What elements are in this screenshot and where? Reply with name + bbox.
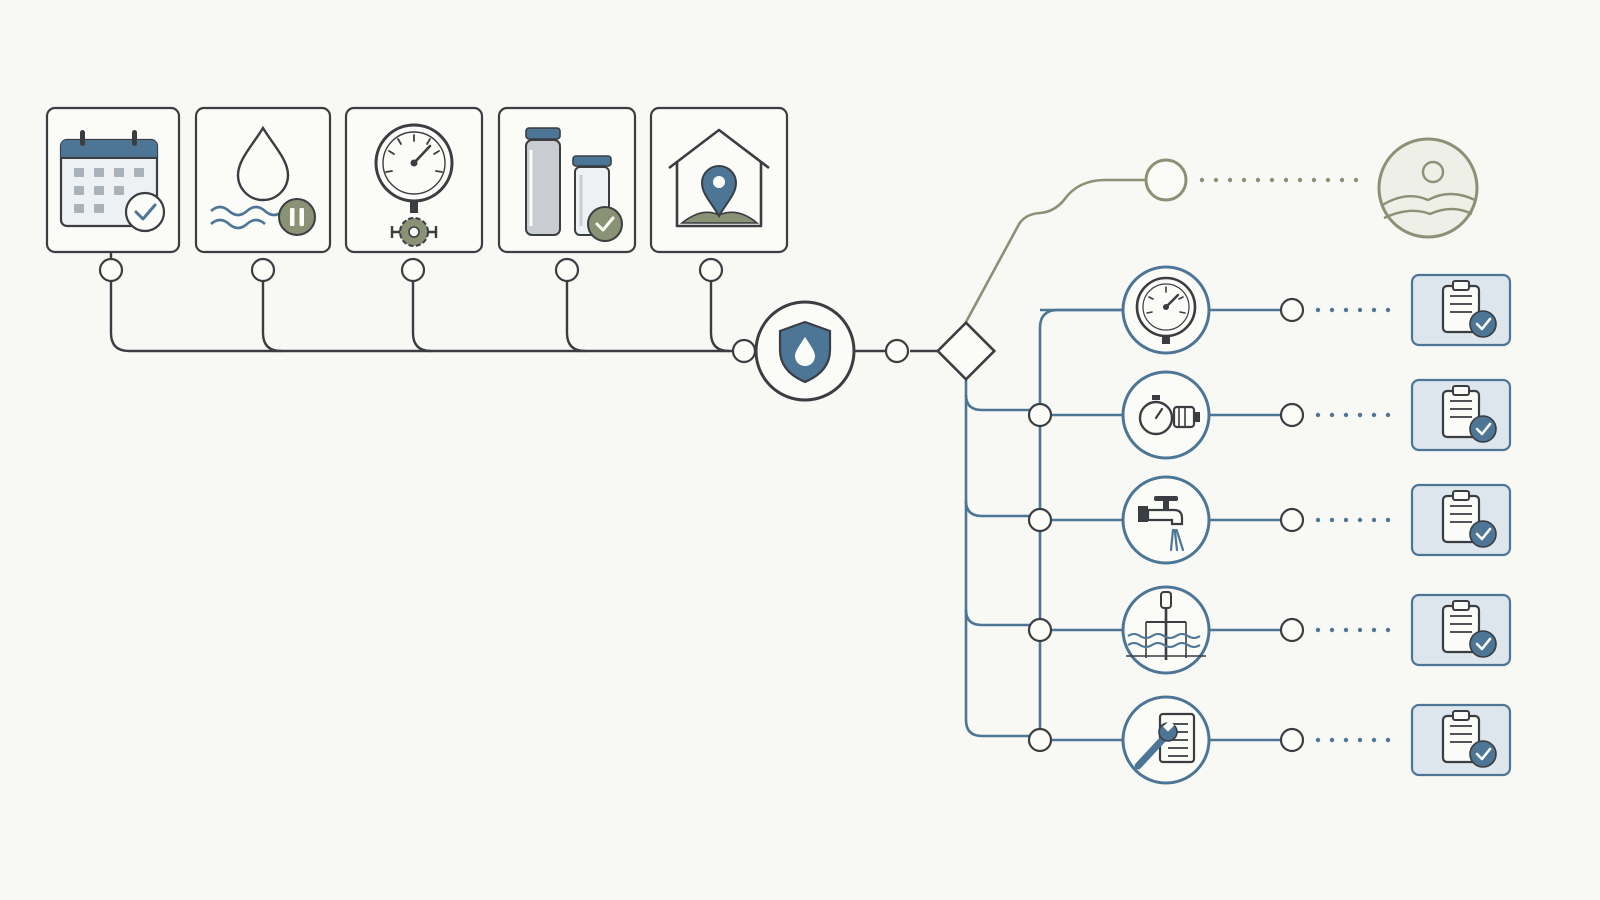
junction-node — [1027, 402, 1053, 428]
decision-node[interactable] — [935, 320, 997, 382]
check-step[interactable] — [1121, 695, 1211, 785]
calendar-check-icon — [59, 130, 166, 233]
check-row — [1027, 370, 1512, 460]
check-row — [1027, 585, 1512, 675]
check-step[interactable] — [1121, 265, 1211, 355]
input-card-location[interactable] — [649, 106, 789, 254]
dotted-connector — [1315, 627, 1391, 633]
input-cards — [45, 106, 789, 254]
connector-node — [1279, 727, 1305, 753]
check-row — [1027, 695, 1512, 785]
dotted-connector — [1315, 307, 1391, 313]
clipboard-check-icon — [1441, 710, 1497, 768]
input-card-filters[interactable] — [497, 106, 637, 254]
connector-line — [109, 281, 742, 353]
hub-node[interactable] — [754, 300, 856, 402]
well-probe-icon — [1126, 591, 1206, 660]
clipboard-check-icon — [1441, 490, 1497, 548]
skip-node — [1144, 158, 1188, 202]
house-location-pin-icon — [668, 128, 770, 228]
dotted-connector — [1315, 517, 1391, 523]
connector-line — [709, 281, 730, 353]
result-card[interactable] — [1410, 273, 1512, 347]
hub-input-node — [731, 338, 757, 364]
connector-node — [1279, 297, 1305, 323]
skip-branch — [964, 137, 1479, 323]
dotted-connector — [1315, 412, 1391, 418]
check-step[interactable] — [1121, 370, 1211, 460]
faucet-flow-icon — [1138, 496, 1185, 552]
input-bus — [109, 253, 742, 353]
input-nodes — [98, 257, 724, 283]
input-card-calendar[interactable] — [45, 106, 181, 254]
water-drop-paused-icon — [210, 125, 316, 236]
check-rows — [1027, 265, 1512, 785]
connector-node — [554, 257, 580, 283]
hub-output-node — [884, 338, 910, 364]
stopwatch-pump-icon — [1138, 395, 1200, 436]
check-step[interactable] — [1121, 585, 1211, 675]
junction-node — [1027, 727, 1053, 753]
connector-node — [1279, 402, 1305, 428]
connector-node — [1279, 617, 1305, 643]
pressure-gauge-valve-icon — [374, 123, 454, 247]
connector-node — [698, 257, 724, 283]
skip-end-node[interactable] — [1377, 137, 1479, 239]
connector-line — [261, 281, 282, 353]
result-card[interactable] — [1410, 378, 1512, 452]
junction-node — [1027, 617, 1053, 643]
clipboard-check-icon — [1441, 600, 1497, 658]
clipboard-check-icon — [1441, 385, 1497, 443]
landscape-icon — [1380, 160, 1476, 220]
connector-line — [565, 281, 586, 353]
clipboard-check-icon — [1441, 280, 1497, 338]
input-card-pressure[interactable] — [344, 106, 484, 254]
check-row — [1040, 265, 1512, 355]
connector-node — [400, 257, 426, 283]
wrench-document-icon — [1134, 712, 1196, 770]
result-card[interactable] — [1410, 593, 1512, 667]
filter-cartridges-check-icon — [525, 127, 623, 242]
check-row — [1027, 475, 1512, 565]
input-card-water-supply[interactable] — [194, 106, 332, 254]
junction-node — [1027, 507, 1053, 533]
check-step[interactable] — [1121, 475, 1211, 565]
connector-line — [411, 281, 432, 353]
dotted-connector — [1199, 177, 1359, 183]
dotted-connector — [1315, 737, 1391, 743]
water-shield-icon — [778, 320, 832, 384]
result-card[interactable] — [1410, 703, 1512, 777]
connector-node — [250, 257, 276, 283]
result-card[interactable] — [1410, 483, 1512, 557]
connector-node — [98, 257, 124, 283]
pressure-gauge-icon — [1135, 276, 1197, 344]
skip-connector-line — [964, 178, 1154, 323]
connector-node — [1279, 507, 1305, 533]
